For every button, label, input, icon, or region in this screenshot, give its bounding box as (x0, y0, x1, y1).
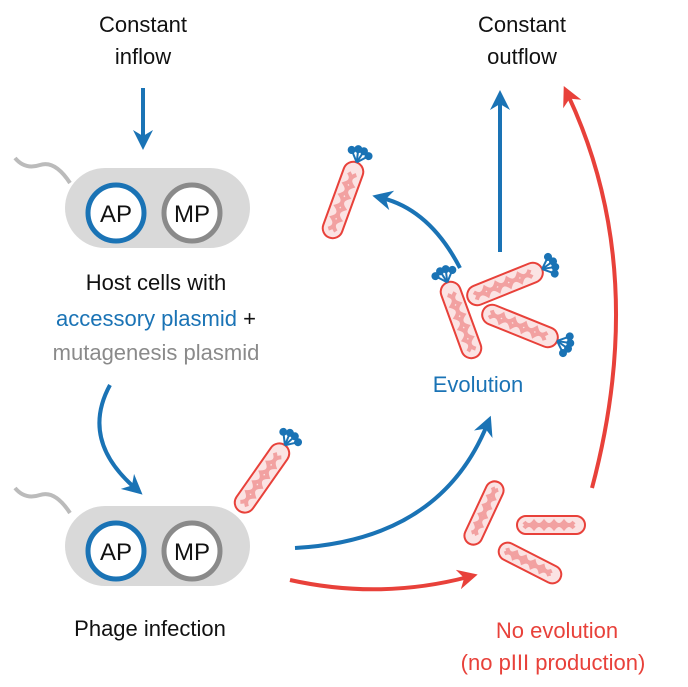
mutagenesis-plasmid-top (161, 182, 223, 244)
evolution-label: Evolution (433, 372, 524, 397)
mutagenesis-plasmid-bottom (161, 520, 223, 582)
accessory-plasmid-bottom (85, 520, 147, 582)
accessory-plasmid-top (85, 182, 147, 244)
accessory-plasmid-label-top: AP (100, 201, 132, 228)
inflow-label-line1: Constant (99, 12, 187, 37)
mutagenesis-plasmid-label-bottom: MP (174, 539, 210, 566)
infecting-phage (227, 423, 306, 520)
plain-phage-1 (459, 476, 509, 550)
flagellum-top (13, 156, 72, 185)
accessory-plasmid-text: accessory plasmid (56, 306, 237, 331)
infection-arrow (97, 384, 143, 495)
outflow-arrow-red (563, 85, 618, 489)
host-cell-bottom: AP MP (13, 486, 250, 586)
no-evolution-label: No evolution (496, 618, 618, 643)
plain-phage-2 (515, 514, 587, 536)
evolved-phage-1 (428, 261, 488, 364)
no-evolution-arrow (289, 569, 478, 592)
evolved-phage-2 (461, 249, 564, 313)
mutagenesis-plasmid-text: mutagenesis plasmid (53, 340, 260, 365)
evolution-arrow (294, 415, 493, 550)
accessory-plasmid-label-bottom: AP (100, 539, 132, 566)
outflow-label-line2: outflow (487, 44, 557, 69)
no-pIII-label: (no pIII production) (461, 650, 646, 675)
escape-arrow (372, 190, 462, 269)
host-cell-top: AP MP (13, 156, 250, 248)
inflow-label-line2: inflow (115, 44, 171, 69)
mutagenesis-plasmid-label-top: MP (174, 201, 210, 228)
plus-text: + (237, 306, 256, 331)
outflow-label-line1: Constant (478, 12, 566, 37)
host-cells-label: Host cells with (86, 270, 227, 295)
evolved-phage-3 (476, 297, 579, 361)
host-plasmids-line: accessory plasmid + (56, 306, 256, 331)
phage-infection-label: Phage infection (74, 616, 226, 641)
plain-phage-3 (493, 537, 567, 589)
escaping-phage (316, 141, 376, 244)
flagellum-bottom (13, 486, 72, 515)
